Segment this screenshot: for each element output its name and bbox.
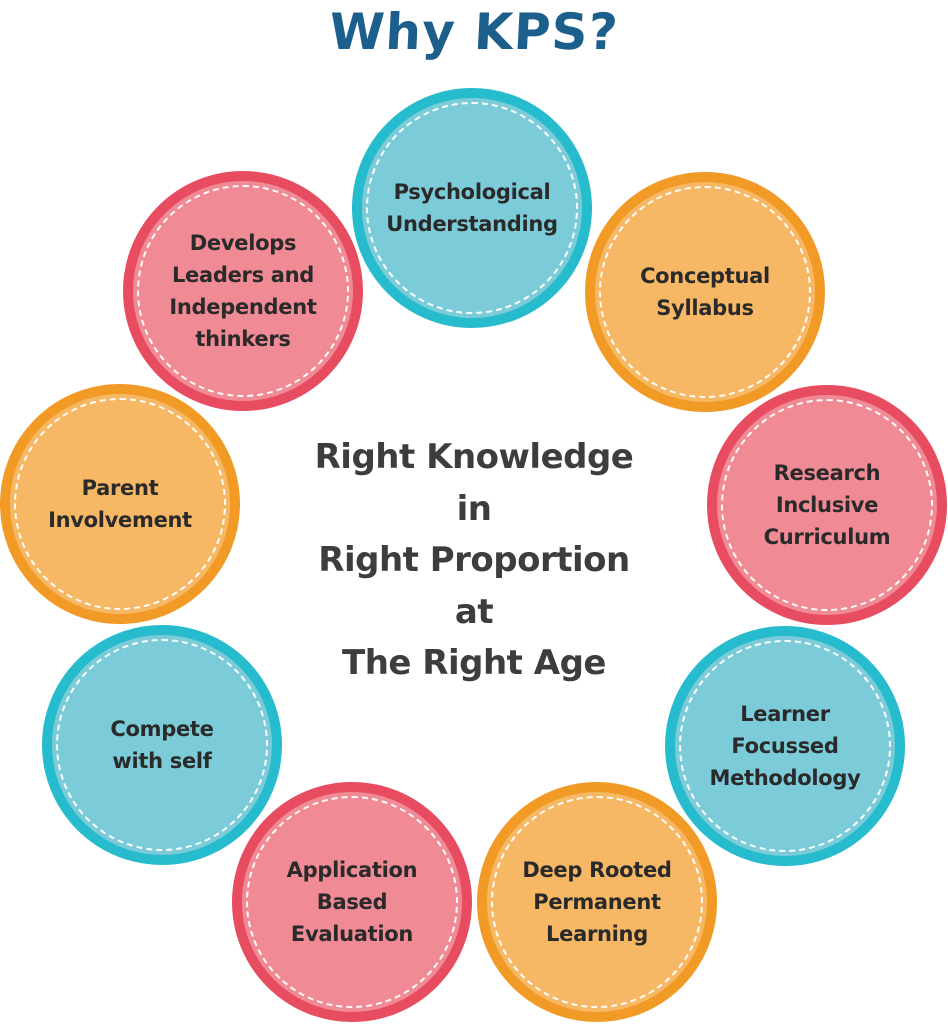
circle-label: Deep Rooted Permanent Learning	[522, 858, 672, 946]
tagline-line: in	[456, 488, 492, 529]
circle-learner-focussed-methodology: Learner Focussed Methodology	[665, 626, 905, 866]
circle-develops-leaders: Develops Leaders and Independent thinker…	[123, 171, 363, 411]
circle-compete-with-self: Compete with self	[42, 625, 282, 865]
circle-parent-involvement: Parent Involvement	[0, 384, 240, 624]
tagline-line: The Right Age	[342, 643, 606, 683]
circle-deep-rooted-permanent-learning: Deep Rooted Permanent Learning	[477, 782, 717, 1022]
circle-label: Research Inclusive Curriculum	[763, 461, 891, 549]
circle-label: Conceptual Syllabus	[640, 264, 770, 320]
center-tagline: Right Knowledge in Right Proportion at T…	[249, 432, 699, 690]
diagram-title: Why KPS?	[327, 3, 621, 61]
circle-label: Parent Involvement	[48, 476, 192, 532]
circle-label: Compete with self	[110, 717, 214, 773]
tagline-line: at	[454, 591, 494, 632]
circle-label: Application Based Evaluation	[286, 858, 418, 946]
circle-application-based-evaluation: Application Based Evaluation	[232, 782, 472, 1022]
circle-research-inclusive-curriculum: Research Inclusive Curriculum	[707, 385, 947, 625]
circle-conceptual-syllabus: Conceptual Syllabus	[585, 172, 825, 412]
circle-label: Learner Focussed Methodology	[709, 702, 861, 790]
circle-label: Develops Leaders and Independent thinker…	[169, 231, 317, 351]
tagline-line: Right Knowledge	[314, 437, 634, 477]
tagline-line: Right Proportion	[318, 540, 630, 580]
circle-psychological-understanding: Psychological Understanding	[352, 88, 592, 328]
circle-label: Psychological Understanding	[386, 180, 558, 236]
